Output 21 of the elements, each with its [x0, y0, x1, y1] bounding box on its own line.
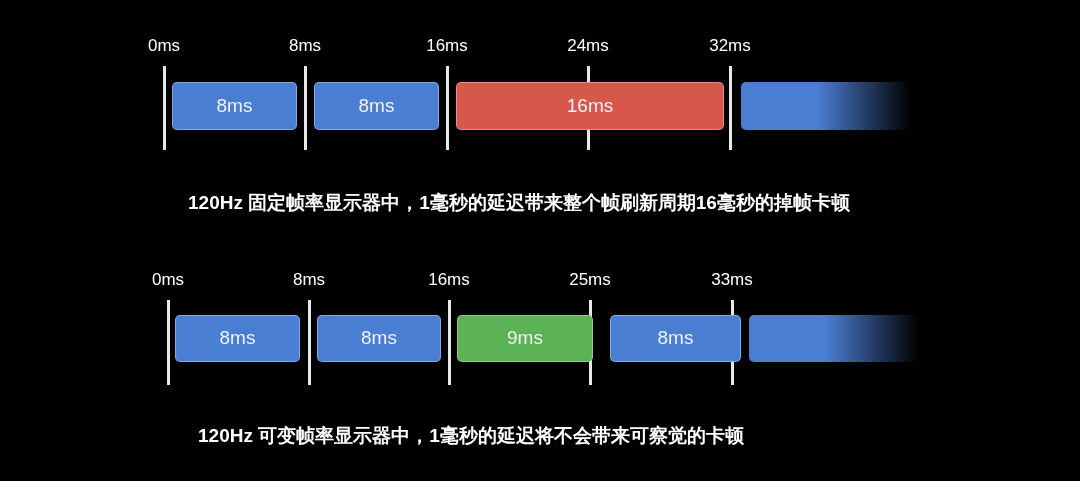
frame-bar: 8ms	[172, 82, 297, 130]
frame-bar: 8ms	[314, 82, 439, 130]
caption: 120Hz 固定帧率显示器中，1毫秒的延迟带来整个帧刷新周期16毫秒的掉帧卡顿	[188, 192, 850, 212]
time-label: 33ms	[711, 270, 753, 288]
fading-frame-bar	[741, 82, 911, 130]
time-label: 16ms	[426, 36, 468, 54]
fading-frame-bar	[749, 315, 919, 362]
time-label: 24ms	[567, 36, 609, 54]
time-label: 16ms	[428, 270, 470, 288]
frame-bar: 16ms	[456, 82, 724, 130]
time-label: 0ms	[151, 270, 185, 288]
time-label: 32ms	[709, 36, 751, 54]
frame-bar: 8ms	[610, 315, 741, 362]
frame-bar: 9ms	[457, 315, 593, 362]
time-label: 8ms	[292, 270, 326, 288]
time-label: 25ms	[569, 270, 611, 288]
frame-bar: 8ms	[317, 315, 441, 362]
caption: 120Hz 可变帧率显示器中，1毫秒的延迟将不会带来可察觉的卡顿	[198, 425, 744, 445]
frame-bar: 8ms	[175, 315, 300, 362]
time-label: 0ms	[147, 36, 181, 54]
time-label: 8ms	[288, 36, 322, 54]
